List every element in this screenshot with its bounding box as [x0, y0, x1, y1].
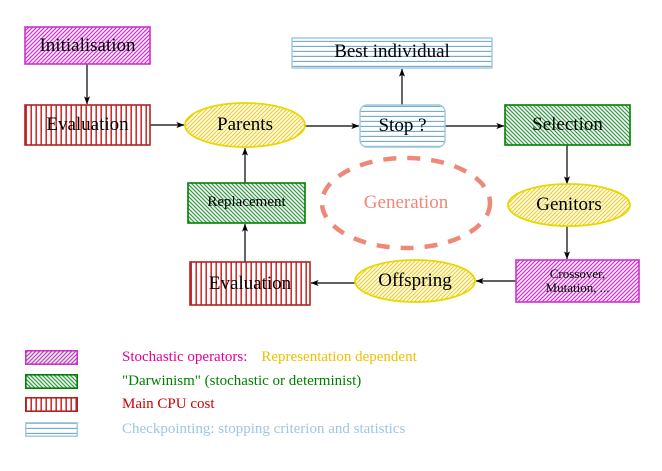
node-best-individual[interactable] — [291, 37, 493, 69]
node-evaluation-2[interactable] — [189, 261, 311, 306]
legend-row-cpu: Main CPU cost — [25, 395, 215, 413]
node-replacement[interactable] — [187, 182, 306, 224]
legend-swatch-stochastic — [25, 349, 78, 365]
node-stop[interactable] — [359, 104, 446, 148]
legend-swatch-checkpoint — [25, 421, 78, 437]
node-label-generation: Generation — [363, 192, 449, 213]
legend-row-checkpoint: Checkpointing: stopping criterion and st… — [25, 420, 405, 438]
legend-label-stochastic-detail: Representation dependent — [261, 348, 417, 365]
node-evaluation-1[interactable] — [24, 104, 151, 146]
node-generation-boundary — [319, 155, 493, 251]
legend-row-stochastic: Stochastic operators: Representation depe… — [25, 348, 417, 366]
legend-label-cpu: Main CPU cost — [122, 395, 215, 412]
legend-label-darwinism: "Darwinism" (stochastic or determinist) — [122, 372, 362, 389]
legend-label-stochastic-main: Stochastic operators: — [122, 348, 248, 365]
node-selection[interactable] — [504, 104, 631, 146]
legend: Stochastic operators: Representation depe… — [0, 336, 662, 446]
legend-label-checkpoint: Checkpointing: stopping criterion and st… — [122, 420, 406, 437]
node-genitors[interactable] — [507, 183, 631, 227]
legend-swatch-cpu — [25, 396, 78, 412]
node-initialisation[interactable] — [24, 26, 151, 65]
node-crossover[interactable] — [515, 259, 640, 303]
legend-label-stochastic: Stochastic operators: Representation depe… — [122, 349, 417, 366]
legend-swatch-darwinism — [25, 373, 78, 389]
legend-row-darwinism: "Darwinism" (stochastic or determinist) — [25, 372, 361, 390]
edge-group — [84, 64, 571, 287]
node-parents[interactable] — [184, 102, 306, 148]
node-offspring[interactable] — [354, 259, 476, 303]
